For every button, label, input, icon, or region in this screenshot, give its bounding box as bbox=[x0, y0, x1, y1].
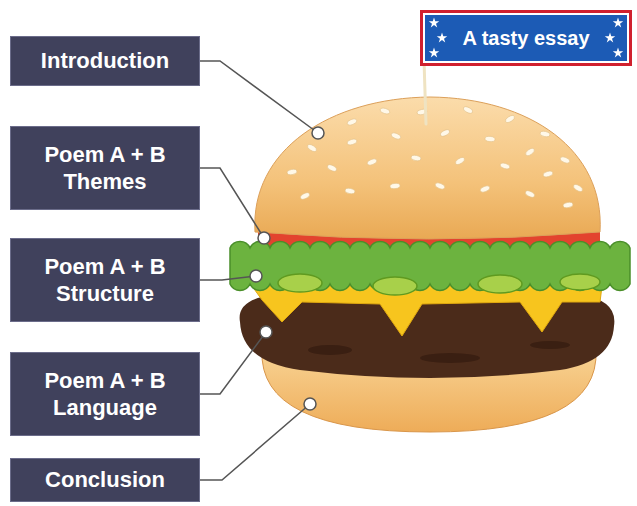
seed bbox=[540, 131, 551, 138]
label-box: Poem A + B Themes bbox=[10, 126, 200, 210]
seed bbox=[287, 169, 298, 176]
cheese bbox=[252, 286, 602, 336]
patty-texture bbox=[420, 353, 480, 363]
flag-field bbox=[425, 15, 627, 61]
seed bbox=[479, 185, 490, 193]
seed bbox=[524, 147, 535, 157]
seed bbox=[499, 162, 510, 170]
seed bbox=[434, 182, 445, 190]
seed bbox=[306, 143, 317, 153]
leader-dot bbox=[250, 270, 262, 282]
leader-line bbox=[200, 276, 256, 280]
seed bbox=[572, 183, 583, 193]
seed bbox=[346, 138, 357, 146]
seed bbox=[366, 158, 377, 166]
seed bbox=[542, 170, 553, 178]
flag-star bbox=[437, 32, 447, 42]
flag-star bbox=[429, 47, 439, 57]
label-box: Poem A + B Language bbox=[10, 352, 200, 436]
seed bbox=[346, 118, 357, 126]
label-box: Introduction bbox=[10, 36, 200, 86]
seed bbox=[326, 164, 337, 173]
leader-dot bbox=[312, 127, 324, 139]
label-text: Poem A + B Language bbox=[30, 367, 180, 422]
pickle bbox=[478, 275, 522, 293]
pickle bbox=[560, 274, 600, 290]
seed bbox=[524, 190, 535, 199]
seed bbox=[390, 132, 401, 140]
label-box: Conclusion bbox=[10, 458, 200, 502]
flag-border bbox=[420, 10, 632, 66]
label-text: Introduction bbox=[30, 47, 180, 75]
pickles bbox=[278, 274, 600, 295]
seed bbox=[379, 107, 390, 115]
pickle bbox=[278, 274, 322, 292]
label-box: Poem A + B Structure bbox=[10, 238, 200, 322]
seed bbox=[439, 129, 450, 138]
seed bbox=[462, 106, 473, 115]
flag-star bbox=[605, 32, 615, 42]
leader-line bbox=[200, 332, 266, 394]
leader-dots bbox=[250, 127, 324, 410]
patty-texture bbox=[530, 341, 570, 349]
label-text: Conclusion bbox=[30, 466, 180, 494]
leader-line bbox=[200, 404, 310, 480]
seed bbox=[504, 114, 515, 124]
label-text: Poem A + B Structure bbox=[30, 253, 180, 308]
label-text: Poem A + B Themes bbox=[30, 141, 180, 196]
seed bbox=[485, 136, 495, 142]
seed bbox=[559, 156, 570, 164]
leader-line bbox=[200, 168, 264, 238]
sesame-seeds bbox=[287, 106, 584, 209]
leader-lines bbox=[200, 61, 318, 480]
flag-star bbox=[429, 17, 439, 27]
patty-texture bbox=[308, 345, 352, 355]
leader-dot bbox=[304, 398, 316, 410]
top-bun bbox=[255, 97, 600, 239]
leader-dot bbox=[258, 232, 270, 244]
flag-banner: A tasty essay bbox=[420, 10, 632, 66]
seed bbox=[454, 156, 465, 166]
flag-stripe bbox=[423, 13, 629, 63]
flag-star bbox=[613, 17, 623, 27]
seed bbox=[411, 155, 422, 162]
flag-star bbox=[613, 47, 623, 57]
seed bbox=[299, 192, 310, 201]
pickle bbox=[373, 277, 417, 295]
flag-pole bbox=[424, 60, 426, 124]
seed bbox=[390, 183, 400, 189]
leader-line bbox=[200, 61, 318, 133]
leader-dot bbox=[260, 326, 272, 338]
seed bbox=[345, 188, 356, 195]
label-text: A tasty essay bbox=[432, 26, 619, 50]
seed bbox=[563, 202, 574, 209]
